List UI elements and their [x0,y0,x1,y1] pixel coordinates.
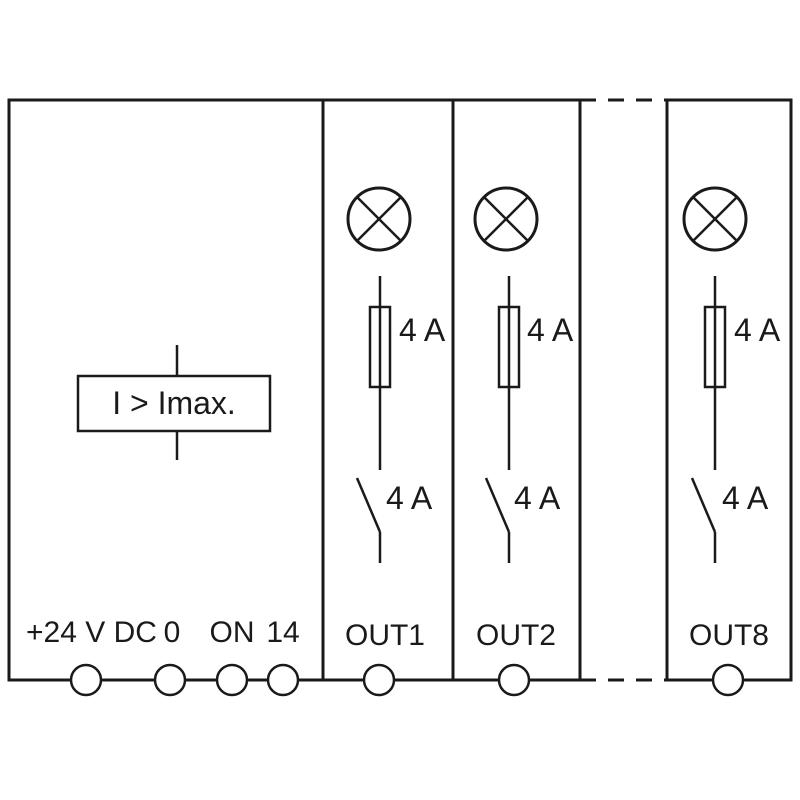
overcurrent-label: I > Imax. [112,385,236,421]
lamp-icon [346,186,412,252]
channel-frame [321,98,455,682]
channel-label: OUT8 [689,619,769,652]
channel-label: OUT1 [345,619,425,652]
switch-contact-icon [690,477,717,533]
fuse-rating: 4 A [527,312,574,348]
power-module: I > Imax. +24 V DC 0 ON 14 [7,98,325,682]
fuse-rating: 4 A [734,312,781,348]
lamp-cross-b [356,196,402,242]
contact-rating: 4 A [514,480,561,516]
output-channel-8: 4 A 4 A OUT8 [665,98,793,682]
terminal-label-14: 14 [266,616,299,649]
overcurrent-box [76,374,272,433]
switch-contact-icon [484,477,511,533]
channel-continuation [580,98,667,682]
switch-contact-icon [355,477,382,533]
terminal-out8 [711,663,745,697]
fuse-rating: 4 A [399,312,446,348]
contact-rating: 4 A [386,480,433,516]
channel-frame [665,98,793,682]
lamp-cross-b [692,196,738,242]
lamp-cross-b [483,196,529,242]
terminal-label-on: ON [210,616,255,649]
terminal-label-zero: 0 [164,616,181,649]
lamp-icon [682,186,748,252]
lamp-icon [473,186,539,252]
terminals [69,663,745,697]
terminal-zero [153,663,187,697]
terminal-on [215,663,249,697]
channel-frame [451,98,582,682]
output-channel-2: 4 A 4 A OUT2 [451,98,582,682]
terminal-label-supply: +24 V DC [26,616,157,649]
terminal-out1 [362,663,396,697]
channel-label: OUT2 [476,619,556,652]
output-channel-1: 4 A 4 A OUT1 [321,98,455,682]
terminal-out2 [497,663,531,697]
terminal-supply [69,663,103,697]
contact-rating: 4 A [722,480,769,516]
terminal-14 [266,663,300,697]
